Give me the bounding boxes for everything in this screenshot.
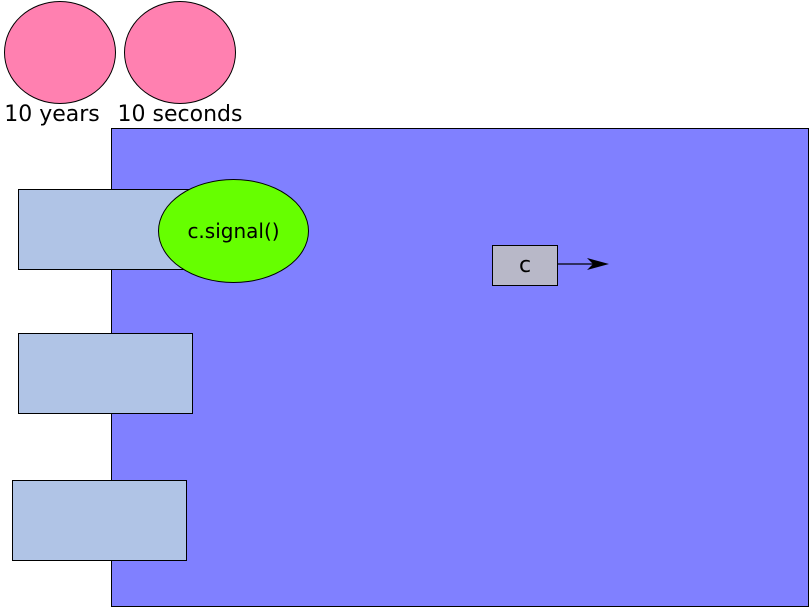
signal-call-label: c.signal() — [187, 219, 280, 243]
timer-circle-1 — [4, 1, 116, 104]
condition-variable-box: c — [492, 245, 558, 286]
waiting-thread-3 — [12, 480, 187, 561]
condition-variable-label: c — [518, 253, 532, 278]
signal-call-oval: c.signal() — [158, 179, 309, 283]
timer-circle-2 — [124, 1, 236, 104]
timer-label-2: 10 seconds — [117, 102, 243, 127]
timer-label-1: 10 years — [4, 102, 100, 127]
waiting-thread-2 — [18, 333, 193, 414]
arrow-right-icon — [557, 258, 609, 270]
